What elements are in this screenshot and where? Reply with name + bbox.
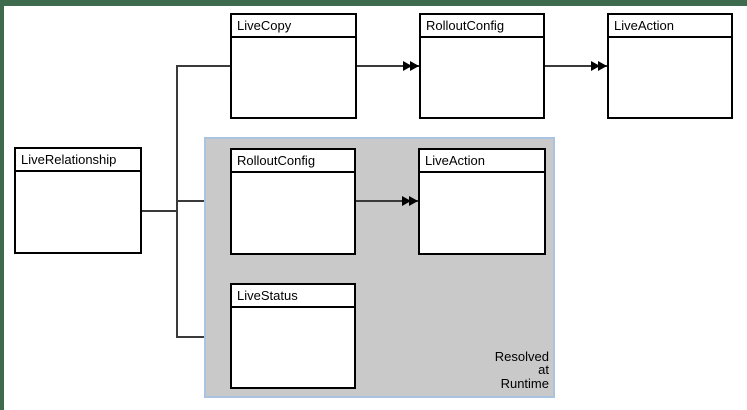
node-liverelationship-title: LiveRelationship [16, 149, 140, 172]
node-liverelationship: LiveRelationship [14, 147, 142, 254]
window-frame-top [0, 0, 747, 6]
arrowhead-icon [598, 61, 607, 71]
arrowhead-icon [402, 196, 411, 206]
connector-liverelationship-to-trunk [142, 210, 178, 212]
runtime-note-line: Resolved [494, 348, 549, 364]
node-livestatus: LiveStatus [230, 283, 356, 389]
runtime-note-line: at [538, 362, 549, 377]
node-livecopy-title: LiveCopy [232, 15, 355, 38]
node-livecopy: LiveCopy [230, 13, 357, 119]
arrowhead-icon [591, 61, 600, 71]
arrowhead-icon [410, 61, 419, 71]
node-liveaction-runtime: LiveAction [418, 148, 546, 255]
connector-livecopy-to-rolloutconfig [357, 61, 419, 71]
node-rolloutconfig-top: RolloutConfig [419, 13, 545, 119]
window-frame-left [0, 0, 4, 410]
node-rolloutconfig-runtime: RolloutConfig [230, 148, 356, 255]
arrowhead-icon [403, 61, 412, 71]
node-livestatus-title: LiveStatus [232, 285, 354, 308]
connector-trunk-to-livecopy [176, 65, 230, 67]
node-rolloutconfig-runtime-title: RolloutConfig [232, 150, 354, 173]
node-liveaction-top: LiveAction [607, 13, 733, 119]
arrowhead-icon [409, 196, 418, 206]
node-liveaction-runtime-title: LiveAction [420, 150, 544, 173]
connector-runtime-rolloutconfig-to-liveaction [356, 196, 418, 206]
node-liveaction-top-title: LiveAction [609, 15, 731, 38]
runtime-note-line: Runtime [500, 375, 549, 391]
connector-rolloutconfig-to-liveaction [545, 61, 607, 71]
node-rolloutconfig-top-title: RolloutConfig [421, 15, 543, 38]
runtime-note: Resolved at Runtime [494, 348, 549, 391]
